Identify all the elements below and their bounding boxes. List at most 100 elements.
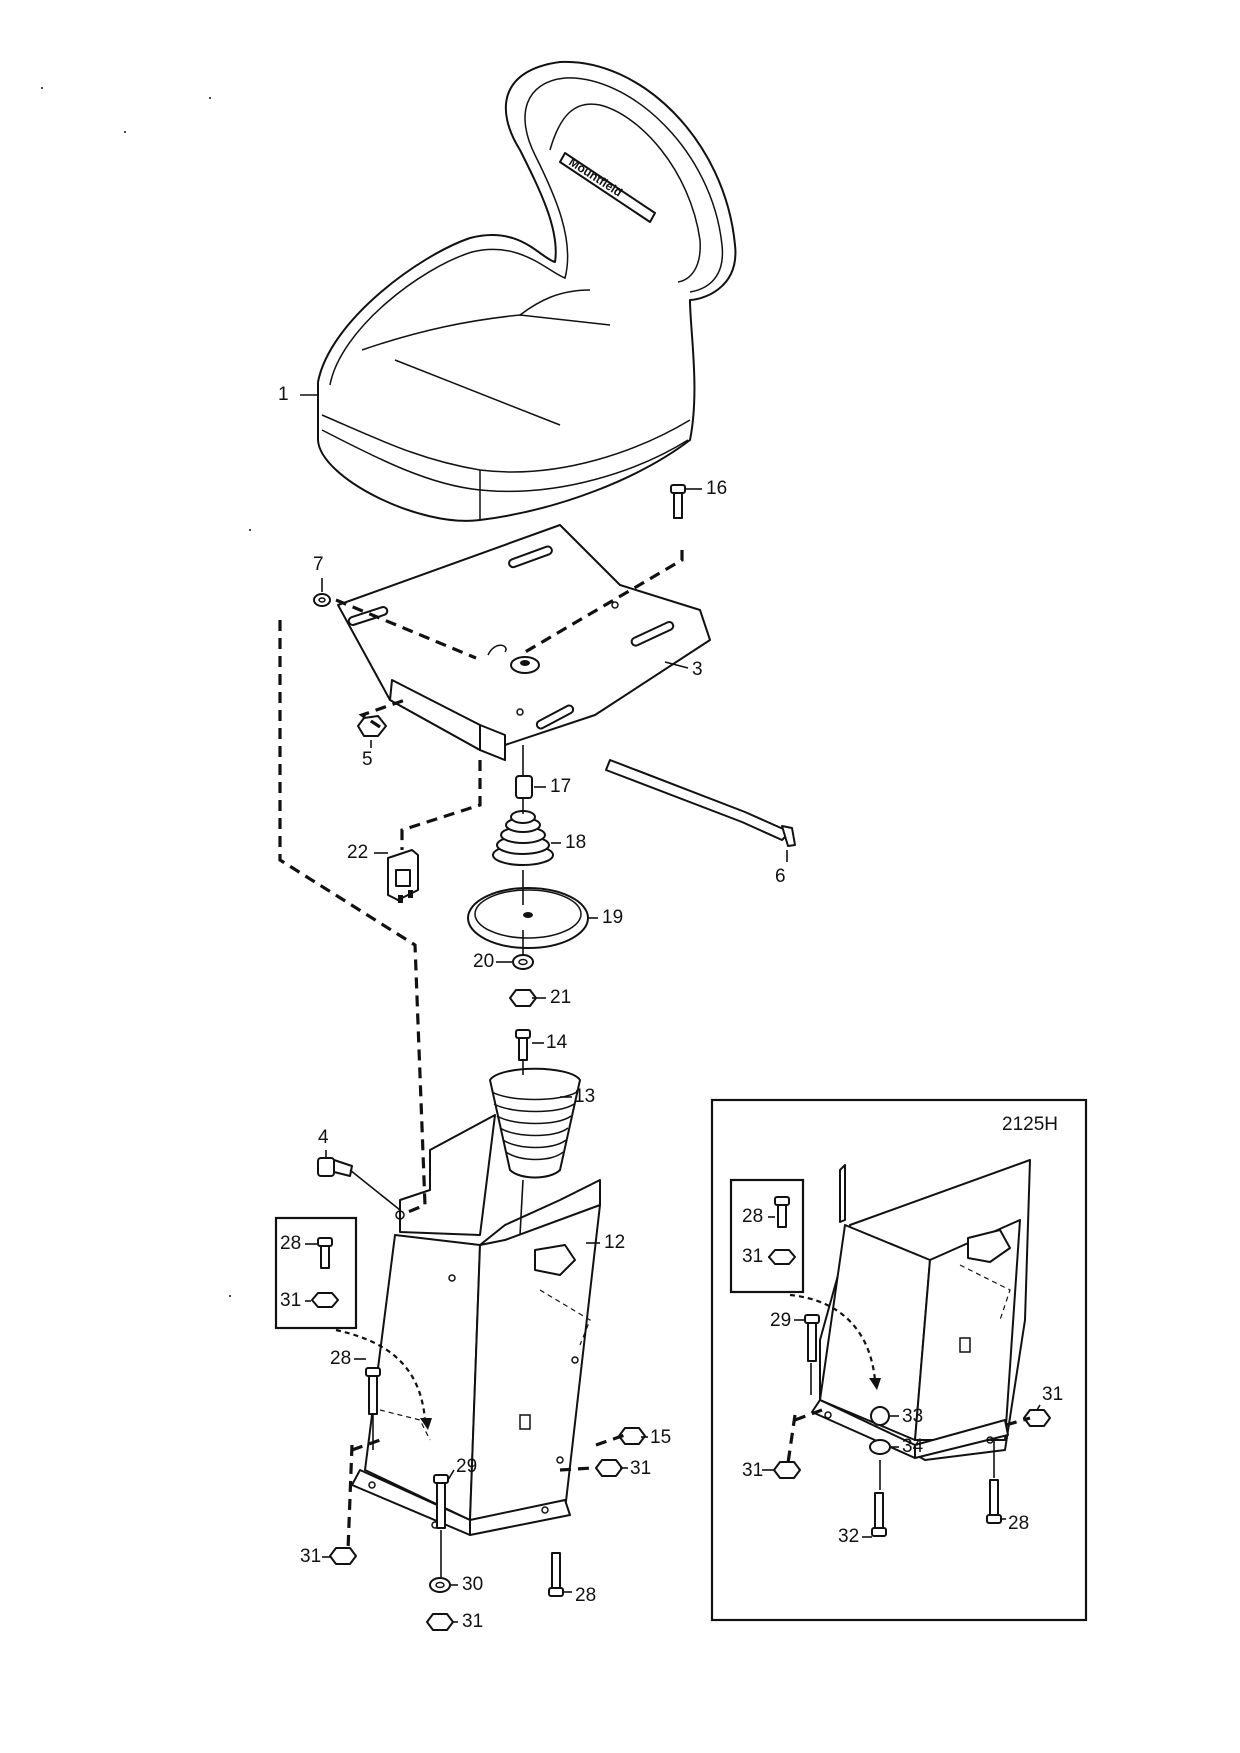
callout-c28c: 28 xyxy=(562,1585,596,1606)
callout-label: 28 xyxy=(1008,1513,1029,1534)
callout-label: 16 xyxy=(706,478,727,499)
bolt-28-main xyxy=(365,1367,381,1415)
washer-part-20 xyxy=(512,954,534,970)
washer-30 xyxy=(429,1577,451,1593)
inset-model-label: 2125H xyxy=(1002,1114,1058,1135)
callout-c31f: 31 xyxy=(1036,1384,1063,1411)
callout-label: 33 xyxy=(902,1406,923,1427)
callout-label: 1 xyxy=(278,384,289,405)
callout-c30: 30 xyxy=(450,1574,483,1595)
callout-label: 28 xyxy=(742,1206,763,1227)
callout-label: 31 xyxy=(630,1458,651,1479)
callout-label: 32 xyxy=(838,1526,859,1547)
callout-leader xyxy=(447,1469,455,1481)
bellows-boot-part-13 xyxy=(489,1067,581,1179)
callout-label: 21 xyxy=(550,987,571,1008)
callout-label: 13 xyxy=(574,1086,595,1107)
callout-c20: 20 xyxy=(473,951,512,972)
callout-c16: 16 xyxy=(686,478,727,499)
fasteners-main xyxy=(329,1367,646,1631)
callout-c28e: 28 xyxy=(1001,1513,1029,1534)
inset-2125H: 2125H xyxy=(710,1098,1088,1622)
callout-c33: 33 xyxy=(889,1406,923,1427)
callout-label: 28 xyxy=(280,1233,301,1254)
pedestal-part-12 xyxy=(351,1114,601,1536)
washer-part-7 xyxy=(313,593,331,607)
callout-leader xyxy=(1036,1404,1041,1411)
callout-label: 5 xyxy=(362,749,373,770)
callout-c3: 3 xyxy=(664,659,703,680)
callout-c14: 14 xyxy=(532,1032,568,1053)
scan-specks xyxy=(41,87,251,1297)
callout-label: 19 xyxy=(602,907,623,928)
callout-label: 22 xyxy=(347,842,368,863)
callout-label: 31 xyxy=(742,1246,763,1267)
callouts: 1345671213141516171819202122283128293131… xyxy=(278,384,1063,1632)
callout-c22: 22 xyxy=(347,842,388,863)
callout-label: 31 xyxy=(300,1546,321,1567)
nut-31-bottom xyxy=(426,1613,454,1631)
callout-c17: 17 xyxy=(534,776,571,797)
callout-label: 17 xyxy=(550,776,571,797)
seat-switch-part-22 xyxy=(387,849,419,903)
assembly-lines-main xyxy=(278,550,684,1577)
callout-c19: 19 xyxy=(588,907,623,928)
callout-c4: 4 xyxy=(318,1127,329,1158)
seat-part-1: Mountfield xyxy=(317,60,737,522)
callout-label: 29 xyxy=(770,1310,791,1331)
inset-fastener-box xyxy=(729,1178,805,1294)
callout-c6: 6 xyxy=(775,850,788,887)
callout-c32: 32 xyxy=(838,1526,872,1547)
callout-label: 3 xyxy=(692,659,703,680)
callout-c29a: 29 xyxy=(447,1456,477,1481)
callout-c29b: 29 xyxy=(770,1310,805,1331)
bolt-part-14 xyxy=(515,1029,531,1061)
callout-c13: 13 xyxy=(560,1086,595,1107)
release-rod-part-6 xyxy=(605,759,796,847)
nut-31-left xyxy=(329,1547,357,1565)
callout-label: 30 xyxy=(462,1574,483,1595)
callout-label: 18 xyxy=(565,832,586,853)
callout-c28b: 28 xyxy=(330,1348,366,1369)
callout-label: 29 xyxy=(456,1456,477,1477)
callout-label: 15 xyxy=(650,1427,671,1448)
callout-label: 28 xyxy=(575,1585,596,1606)
nut-part-21 xyxy=(509,989,537,1007)
callout-c31e: 31 xyxy=(742,1246,770,1267)
callout-c21: 21 xyxy=(532,987,571,1008)
shoulder-bolt-part-4 xyxy=(317,1157,353,1177)
callout-c31b: 31 xyxy=(300,1546,330,1567)
callout-label: 31 xyxy=(1042,1384,1063,1405)
callout-label: 31 xyxy=(280,1290,301,1311)
callout-label: 31 xyxy=(462,1611,483,1632)
bushing-part-17 xyxy=(515,775,533,799)
dish-washer-part-19 xyxy=(467,887,589,949)
callout-c31a: 31 xyxy=(280,1290,311,1311)
fastener-detail-box xyxy=(274,1216,358,1330)
callout-c34: 34 xyxy=(890,1436,924,1457)
callout-label: 6 xyxy=(775,866,786,887)
callout-c31g: 31 xyxy=(742,1460,774,1481)
callout-label: 14 xyxy=(546,1032,568,1053)
callout-label: 31 xyxy=(742,1460,763,1481)
callout-label: 12 xyxy=(604,1232,625,1253)
nut-part-5 xyxy=(357,715,387,737)
nut-31-right xyxy=(595,1459,623,1477)
bolt-part-16 xyxy=(670,484,686,519)
callout-label: 20 xyxy=(473,951,494,972)
callout-c31d: 31 xyxy=(452,1611,483,1632)
callout-c18: 18 xyxy=(551,832,586,853)
spring-part-18 xyxy=(492,810,554,866)
callout-label: 28 xyxy=(330,1348,351,1369)
callout-c28a: 28 xyxy=(280,1233,317,1254)
callout-c31c: 31 xyxy=(620,1458,651,1479)
seat-pan-part-3 xyxy=(337,524,711,761)
callout-c12: 12 xyxy=(586,1232,625,1253)
callout-label: 7 xyxy=(313,554,324,575)
callout-c5: 5 xyxy=(362,740,373,770)
callout-leader xyxy=(664,661,689,669)
callout-c1: 1 xyxy=(278,384,318,405)
callout-label: 34 xyxy=(902,1436,924,1457)
callout-c15: 15 xyxy=(641,1427,671,1448)
callout-c28d: 28 xyxy=(742,1206,775,1227)
